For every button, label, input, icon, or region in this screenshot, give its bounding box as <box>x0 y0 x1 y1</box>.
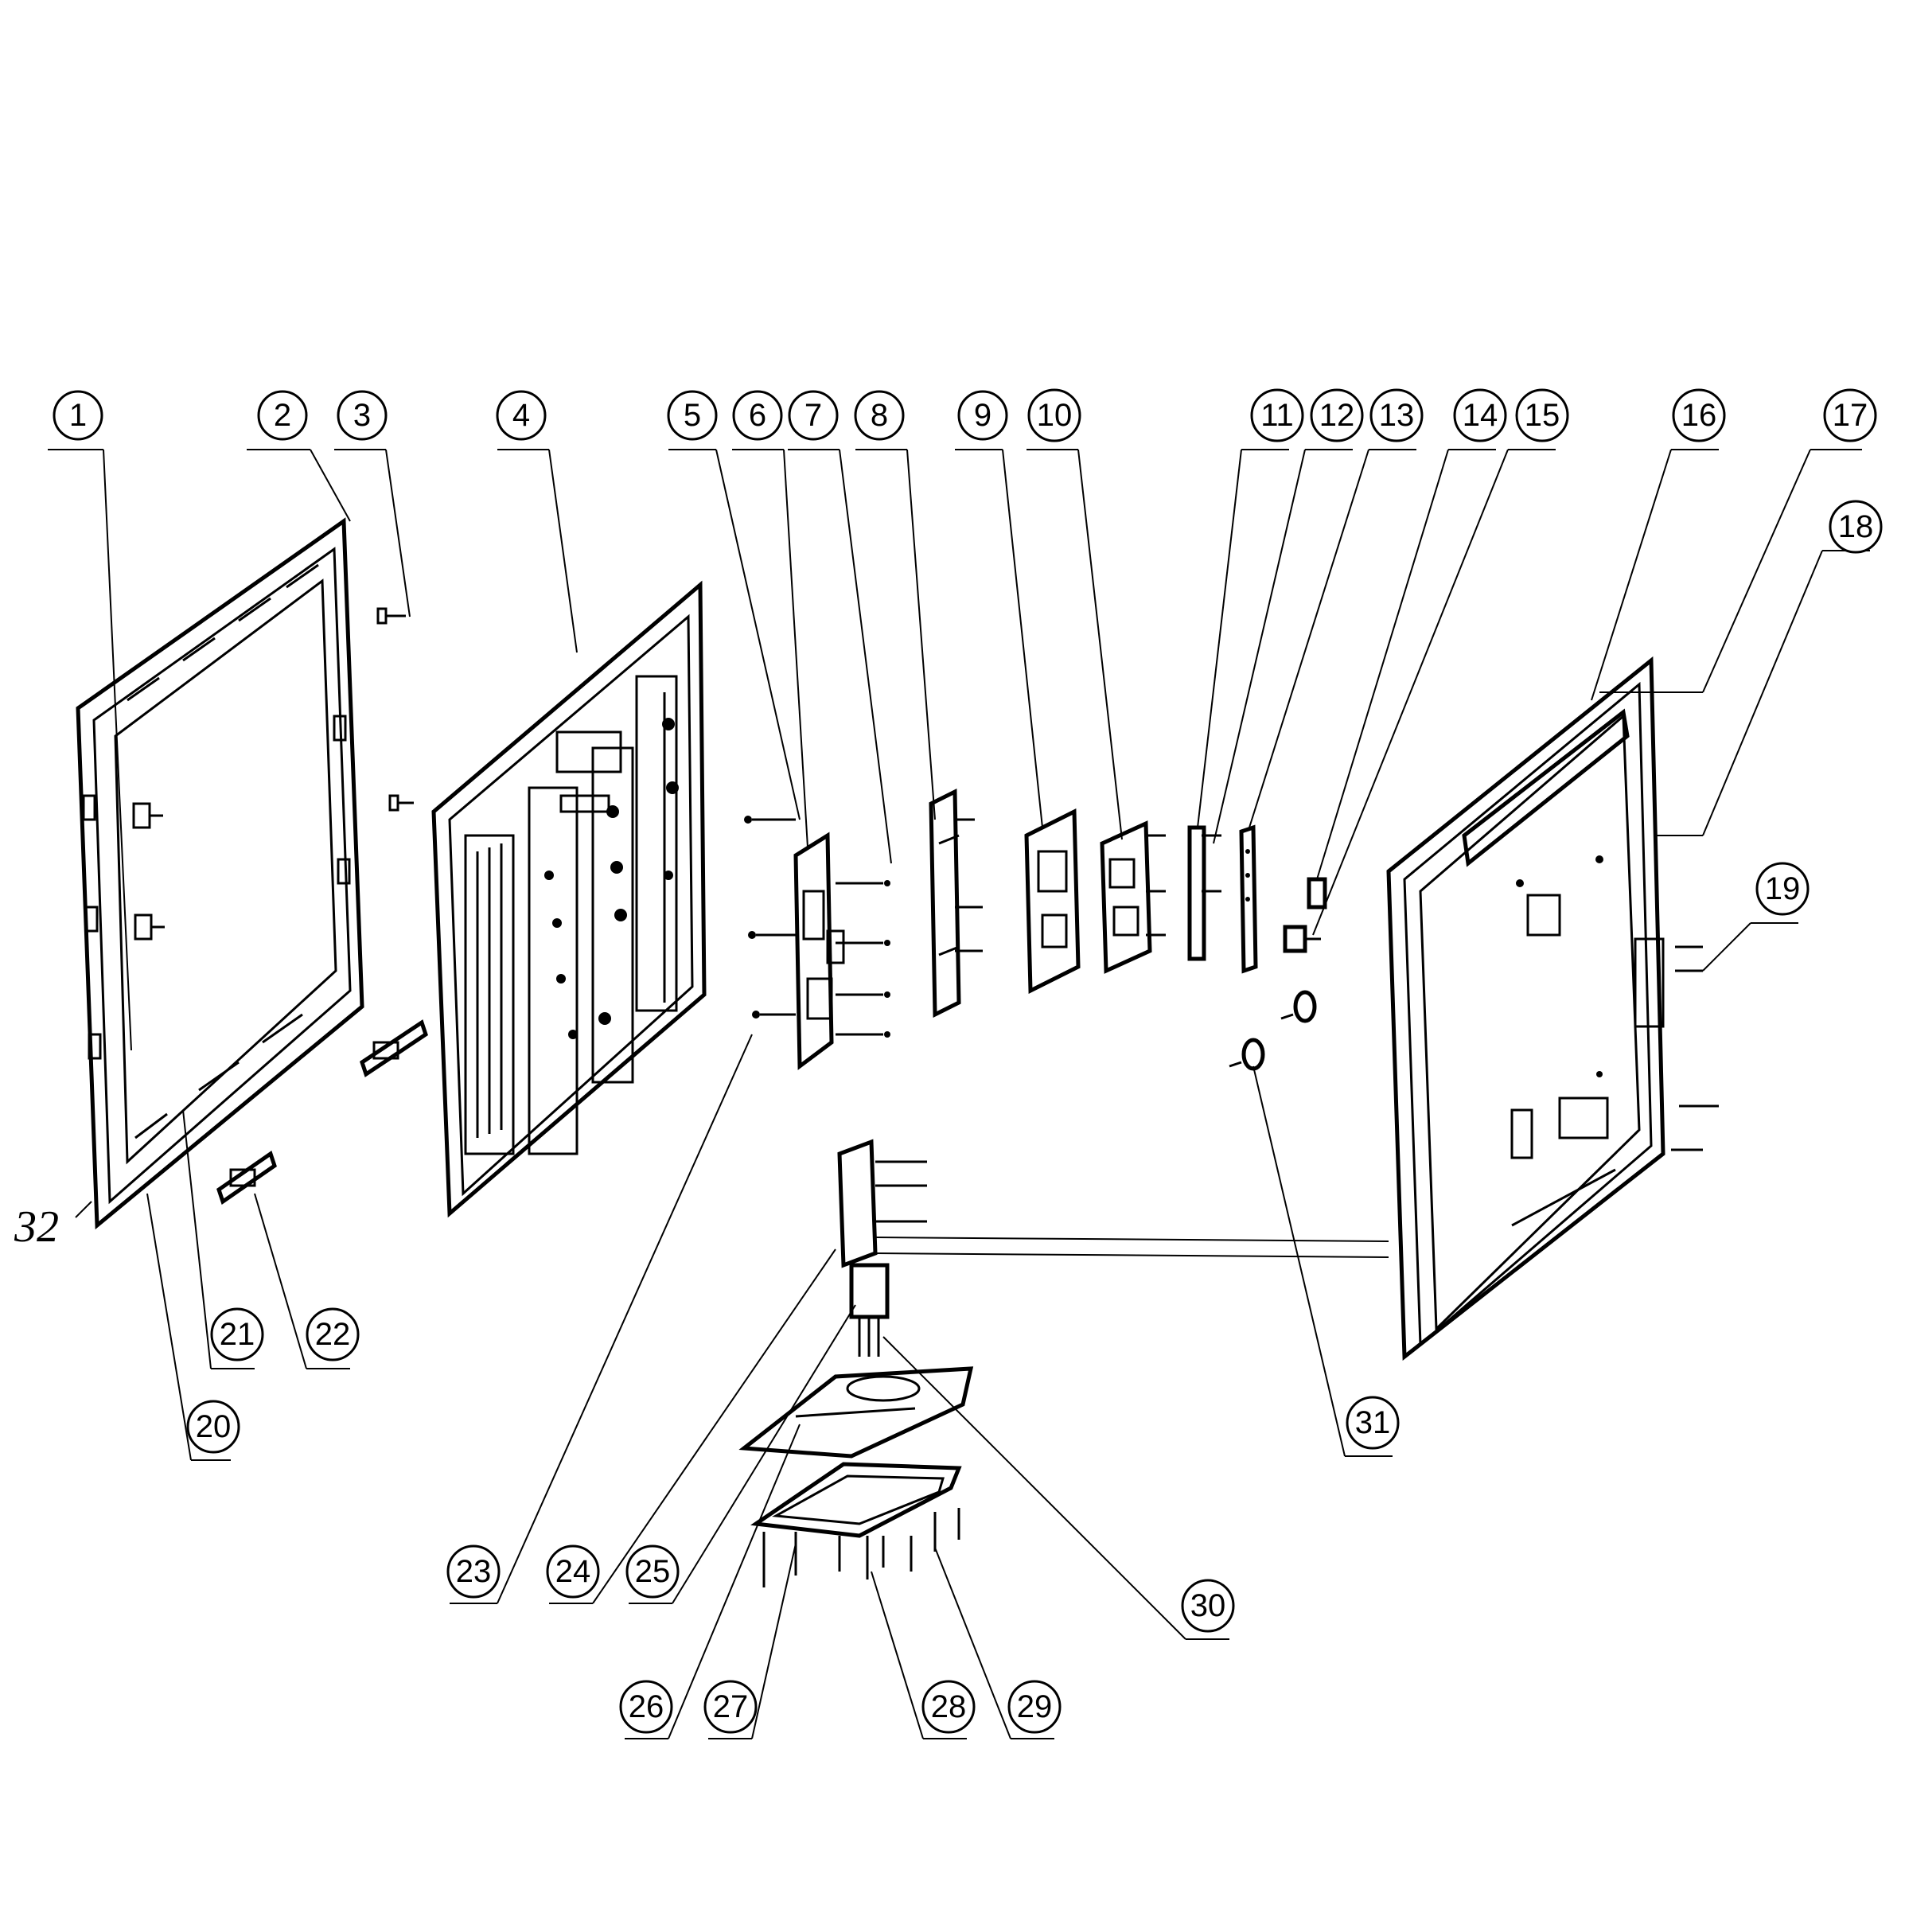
side-bracket <box>929 788 983 1019</box>
svg-text:10: 10 <box>1037 398 1073 433</box>
callout-27: 27 <box>703 1680 758 1734</box>
svg-text:30: 30 <box>1190 1588 1226 1623</box>
callout-31: 31 <box>1346 1396 1400 1450</box>
callout-30: 30 <box>1181 1579 1235 1633</box>
callout-26: 26 <box>619 1680 673 1734</box>
bezel-screws <box>376 607 414 812</box>
svg-text:27: 27 <box>713 1689 749 1724</box>
main-board-bracket <box>793 832 845 1070</box>
callout-10: 10 <box>1027 388 1081 442</box>
svg-text:24: 24 <box>555 1554 591 1589</box>
label-32: 32 <box>14 1201 92 1252</box>
callout-2: 2 <box>257 390 308 441</box>
svg-text:21: 21 <box>220 1317 255 1352</box>
svg-text:1: 1 <box>69 398 87 433</box>
stand-base <box>750 1462 962 1587</box>
callout-22: 22 <box>306 1307 360 1361</box>
callout-8: 8 <box>854 390 905 441</box>
svg-text:2: 2 <box>274 398 291 433</box>
callout-29: 29 <box>1007 1680 1062 1734</box>
middle-frame <box>431 580 707 1218</box>
callout-14: 14 <box>1453 388 1507 442</box>
callout-12: 12 <box>1310 388 1364 442</box>
callout-11: 11 <box>1250 388 1304 442</box>
callout-25: 25 <box>625 1544 680 1599</box>
callout-23: 23 <box>446 1544 501 1599</box>
svg-text:19: 19 <box>1765 871 1801 906</box>
svg-text:32: 32 <box>14 1202 59 1252</box>
svg-text:17: 17 <box>1833 398 1868 433</box>
main-board <box>1100 820 1166 974</box>
front-bezel <box>76 517 364 1230</box>
callout-21: 21 <box>210 1307 264 1361</box>
stand-bracket <box>837 1139 1389 1268</box>
callout-6: 6 <box>732 390 783 441</box>
callout-7: 7 <box>788 390 839 441</box>
svg-text:18: 18 <box>1838 509 1874 544</box>
callout-18: 18 <box>1829 500 1883 554</box>
svg-text:28: 28 <box>931 1689 967 1724</box>
callout-24: 24 <box>546 1544 600 1599</box>
svg-text:8: 8 <box>871 398 888 433</box>
callout-13: 13 <box>1369 388 1424 442</box>
svg-text:11: 11 <box>1260 398 1294 433</box>
small-boards <box>1187 824 1258 974</box>
svg-text:3: 3 <box>353 398 371 433</box>
leader-lines <box>48 449 1870 1739</box>
power-board <box>1024 808 1081 994</box>
svg-text:9: 9 <box>974 398 991 433</box>
svg-text:31: 31 <box>1355 1405 1391 1440</box>
callout-16: 16 <box>1672 388 1726 442</box>
key-board <box>216 1019 428 1205</box>
callout-15: 15 <box>1515 388 1569 442</box>
callout-20: 20 <box>186 1400 240 1454</box>
callout-3: 3 <box>337 390 388 441</box>
svg-text:22: 22 <box>315 1317 351 1352</box>
svg-text:13: 13 <box>1379 398 1415 433</box>
svg-text:29: 29 <box>1017 1689 1053 1724</box>
callout-4: 4 <box>496 390 547 441</box>
svg-text:26: 26 <box>629 1689 664 1724</box>
svg-text:5: 5 <box>684 398 701 433</box>
bracket-screws <box>744 816 890 1038</box>
back-cover <box>1386 656 1665 1361</box>
callout-28: 28 <box>921 1680 976 1734</box>
callout-19: 19 <box>1755 862 1810 916</box>
callout-17: 17 <box>1823 388 1877 442</box>
svg-text:25: 25 <box>635 1554 671 1589</box>
svg-text:12: 12 <box>1319 398 1355 433</box>
svg-text:7: 7 <box>804 398 822 433</box>
svg-text:16: 16 <box>1681 398 1717 433</box>
stand-neck <box>849 1263 890 1357</box>
callout-5: 5 <box>667 390 718 441</box>
svg-text:6: 6 <box>749 398 766 433</box>
stand-cover <box>738 1366 974 1459</box>
back-cover-screws <box>1599 691 1719 1151</box>
callout-9: 9 <box>957 390 1008 441</box>
callout-1: 1 <box>53 390 103 441</box>
svg-text:23: 23 <box>456 1554 492 1589</box>
svg-text:4: 4 <box>512 398 530 433</box>
svg-text:20: 20 <box>196 1409 232 1444</box>
svg-text:15: 15 <box>1525 398 1560 433</box>
svg-text:14: 14 <box>1463 398 1498 433</box>
